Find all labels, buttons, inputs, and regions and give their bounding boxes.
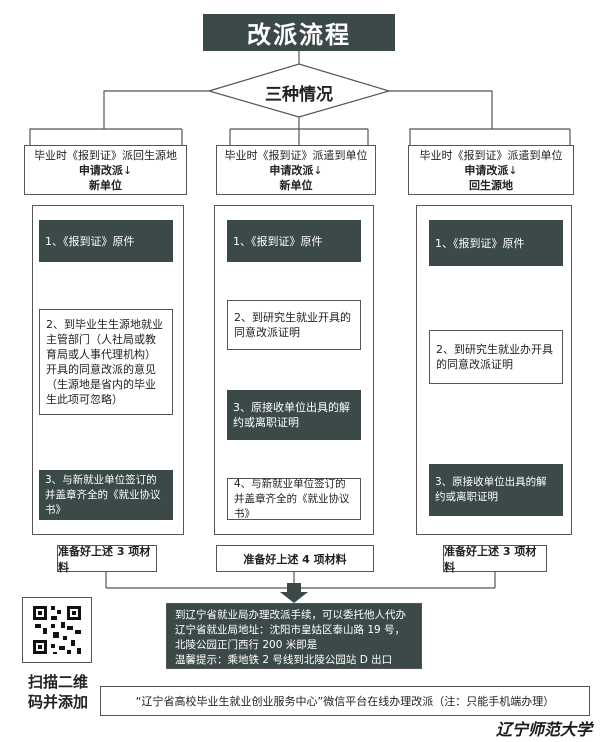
note-line-4: 温馨提示：乘地铁 2 号线到北陵公园站 D 出口 <box>175 654 393 666</box>
apply-label: 申请改派 <box>78 164 123 177</box>
decision-diamond <box>206 63 392 118</box>
prep-box-2: 准备好上述 4 项材料 <box>216 545 374 572</box>
down-arrow-icon: ↓ <box>313 164 323 177</box>
target-label: 新单位 <box>89 179 122 192</box>
arrow-final <box>280 583 308 603</box>
col3-step-3: 3、原接收单位出具的解约或离职证明 <box>429 464 563 516</box>
watermark-logo: 辽宁师范大学 <box>495 720 592 739</box>
col3-step-1: 1、《报到证》原件 <box>429 220 563 266</box>
qr-code[interactable] <box>22 597 92 663</box>
col2-step-3: 3、原接收单位出具的解约或离职证明 <box>227 390 361 440</box>
diamond-label: 三种情况 <box>265 85 333 105</box>
case-text: 毕业时《报到证》派遣到单位 <box>419 149 563 162</box>
down-arrow-icon: ↓ <box>508 164 518 177</box>
note-line-2: 辽宁省就业局地址：沈阳市皇姑区泰山路 19 号， <box>175 624 406 636</box>
apply-label: 申请改派 <box>464 164 509 177</box>
page-title: 改派流程 <box>203 14 395 51</box>
bottom-bar: “辽宁省高校毕业生就业创业服务中心”微信平台在线办理改派（注：只能手机端办理） <box>100 686 590 716</box>
prep-box-1: 准备好上述 3 项材料 <box>57 545 157 574</box>
qr-code-icon <box>31 604 83 656</box>
col1-step-2: 2、到毕业生生源地就业主管部门（人社局或教育局或人事代理机构）开具的同意改派的意… <box>39 309 173 415</box>
col2-step-4: 4、与新就业单位签订的并盖章齐全的《就业协议书》 <box>227 478 361 520</box>
prep-box-3: 准备好上述 3 项材料 <box>443 545 547 574</box>
target-label: 回生源地 <box>469 179 513 192</box>
column-head-2: 毕业时《报到证》派遣到单位 申请改派↓ 新单位 <box>216 145 376 195</box>
target-label: 新单位 <box>279 179 313 192</box>
col1-step-3: 3、与新就业单位签订的并盖章齐全的《就业协议书》 <box>39 470 173 520</box>
qr-label-line-1: 扫描二维 <box>27 673 88 691</box>
apply-label: 申请改派 <box>269 164 314 177</box>
note-line-3: 北陵公园正门西行 200 米即是 <box>175 639 318 651</box>
qr-label-line-2: 码并添加 <box>27 693 88 711</box>
qr-label: 扫描二维 码并添加 <box>18 672 98 714</box>
col2-step-2: 2、到研究生就业开具的同意改派证明 <box>227 300 361 350</box>
note-line-1: 到辽宁省就业局办理改派手续，可以委托他人代办 <box>175 609 406 621</box>
case-text: 毕业时《报到证》派遣到单位 <box>224 149 368 162</box>
case-text: 毕业时《报到证》派回生源地 <box>34 149 177 162</box>
column-head-3: 毕业时《报到证》派遣到单位 申请改派↓ 回生源地 <box>408 145 574 195</box>
down-arrow-icon: ↓ <box>122 164 133 177</box>
final-note: 到辽宁省就业局办理改派手续，可以委托他人代办 辽宁省就业局地址：沈阳市皇姑区泰山… <box>166 603 422 669</box>
col1-step-1: 1、《报到证》原件 <box>39 220 173 262</box>
col2-step-1: 1、《报到证》原件 <box>227 220 361 262</box>
col3-step-2: 2、到研究生就业办开具的同意改派证明 <box>429 330 563 384</box>
column-head-1: 毕业时《报到证》派回生源地 申请改派↓ 新单位 <box>24 145 187 195</box>
